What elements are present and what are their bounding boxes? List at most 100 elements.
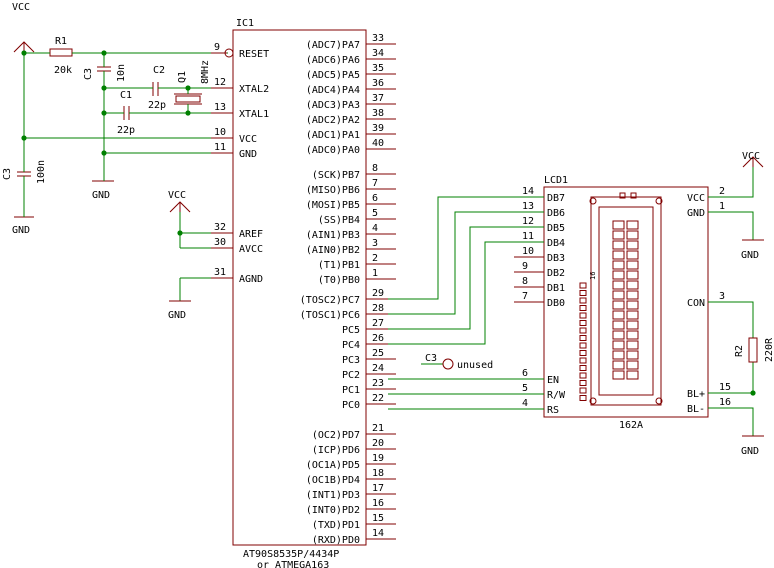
ic1-pin-adc6-pa6: 34(ADC6)PA6	[306, 48, 396, 66]
ic1-pin-mosi-pb5: 6 (MOSI)PB5	[306, 193, 396, 211]
pin-name: PC0	[342, 400, 360, 411]
ic1-pin-int0-pd2: 16 (INT0)PD2	[306, 498, 396, 516]
gnd-label-c3-top: GND	[92, 190, 110, 201]
lcd-char-cell	[626, 230, 639, 240]
pin-name: R/W	[547, 390, 566, 401]
lcd-connector-pad	[579, 357, 587, 364]
ic1-left-pins: 9RESET12XTAL213XTAL110VCC11GND32AREF30AV…	[211, 42, 269, 285]
pin-name: DB4	[547, 238, 565, 249]
lcd-inner-label: 16	[589, 272, 597, 280]
q1-value: 8MHz	[200, 60, 211, 84]
pin-number: 1	[372, 268, 378, 279]
pin-name: (TOSC2)PC7	[300, 295, 360, 306]
pin-name: VCC	[687, 193, 705, 204]
ic1-pin-ss-pb4: 5 (SS)PB4	[318, 208, 396, 226]
pin-number: 7	[372, 178, 378, 189]
pin-number: 13	[214, 102, 226, 113]
wires-lcd-power	[708, 167, 756, 436]
pin-number: 9	[214, 42, 220, 53]
pin-number: 2	[719, 186, 725, 197]
pin-number: 22	[372, 393, 384, 404]
pin-number: 10	[214, 127, 226, 138]
ic1-chip: IC1 AT90S8535P/4434P or ATMEGA163 9RESET…	[211, 18, 396, 568]
pin-name: PC5	[342, 325, 360, 336]
pin-name: (MOSI)PB5	[306, 200, 360, 211]
lcd-char-cell	[626, 240, 639, 250]
lcd-char-cell	[626, 280, 639, 290]
ic1-right-pins: 33(ADC7)PA734(ADC6)PA635(ADC5)PA536(ADC4…	[300, 33, 396, 546]
pin-inverter-bubble	[224, 48, 234, 58]
pin-name: (OC1A)PD5	[306, 460, 360, 471]
lcd1-left-pins: 14DB713DB612DB511DB410DB39DB28DB17DB06EN…	[514, 186, 566, 416]
pin-number: 4	[522, 398, 528, 409]
pin-name: RESET	[239, 49, 269, 60]
pin-number: 39	[372, 123, 384, 134]
gnd-symbol-lcd-bottom: GND	[741, 435, 764, 457]
pin-name: (ADC7)PA7	[306, 40, 360, 51]
lcd1-module: LCD1 162A 16 14DB713DB612DB511DB410DB39D…	[514, 175, 736, 431]
q1-crystal: Q1 8MHz	[174, 60, 211, 105]
pin-number: 29	[372, 288, 384, 299]
ic1-pin-miso-pb6: 7(MISO)PB6	[306, 178, 396, 196]
gnd-symbol-lcd-top: GND	[741, 239, 764, 261]
pin-number: 5	[372, 208, 378, 219]
lcd-char-cell	[612, 250, 625, 260]
pin-number: 31	[214, 267, 226, 278]
pin-name: AREF	[239, 229, 263, 240]
pin-name: (T0)PB0	[318, 275, 360, 286]
lcd-char-cell	[626, 220, 639, 230]
lcd-top-pad	[630, 192, 637, 199]
pin-name: (SS)PB4	[318, 215, 360, 226]
pin-name: (AIN1)PB3	[306, 230, 360, 241]
pin-name: (INT0)PD2	[306, 505, 360, 516]
pin-number: 3	[372, 238, 378, 249]
wires-ic-lcd-bus	[388, 196, 544, 410]
ic1-pin-adc3-pa3: 37(ADC3)PA3	[306, 93, 396, 111]
pin-name: DB7	[547, 193, 565, 204]
ic1-pin-adc2-pa2: 38(ADC2)PA2	[306, 108, 396, 126]
lcd-connector-pad	[579, 327, 587, 334]
c3-left-value: 100n	[36, 160, 47, 184]
gnd-symbol-c3-top: GND	[92, 180, 114, 201]
lcd-mounting-hole	[655, 397, 663, 405]
pin-number: 25	[372, 348, 384, 359]
pin-number: 20	[372, 438, 384, 449]
unused-label: unused	[457, 360, 493, 371]
pin-number: 19	[372, 453, 384, 464]
c1-value: 22p	[117, 125, 135, 136]
lcd-char-cell	[626, 310, 639, 320]
ic1-pin-adc1-pa1: 39(ADC1)PA1	[306, 123, 396, 141]
lcd-char-cell	[612, 270, 625, 280]
gnd-label-lcd-top: GND	[741, 250, 759, 261]
pin-number: 36	[372, 78, 384, 89]
lcd-char-cell	[626, 370, 639, 380]
lcd-connector-pad	[579, 372, 587, 379]
r1-ref: R1	[55, 36, 67, 47]
pin-name: PC1	[342, 385, 360, 396]
pin-name: DB3	[547, 253, 565, 264]
pin-number: 16	[372, 498, 384, 509]
lcd-connector-pad	[579, 312, 587, 319]
lcd-connector-pad	[579, 320, 587, 326]
gnd-label-left: GND	[12, 225, 30, 236]
lcd-connector-pad	[579, 290, 587, 296]
lcd1-pin-en: 6EN	[514, 368, 559, 386]
pin-name: (AIN0)PB2	[306, 245, 360, 256]
lcd-char-cell	[612, 330, 625, 340]
ic1-pin-icp-pd6: 20(ICP)PD6	[312, 438, 396, 456]
pin-name: (T1)PB1	[318, 260, 360, 271]
pin-number: 12	[214, 77, 226, 88]
ic1-part-name: AT90S8535P/4434P	[243, 549, 339, 560]
pin-number: 6	[372, 193, 378, 204]
